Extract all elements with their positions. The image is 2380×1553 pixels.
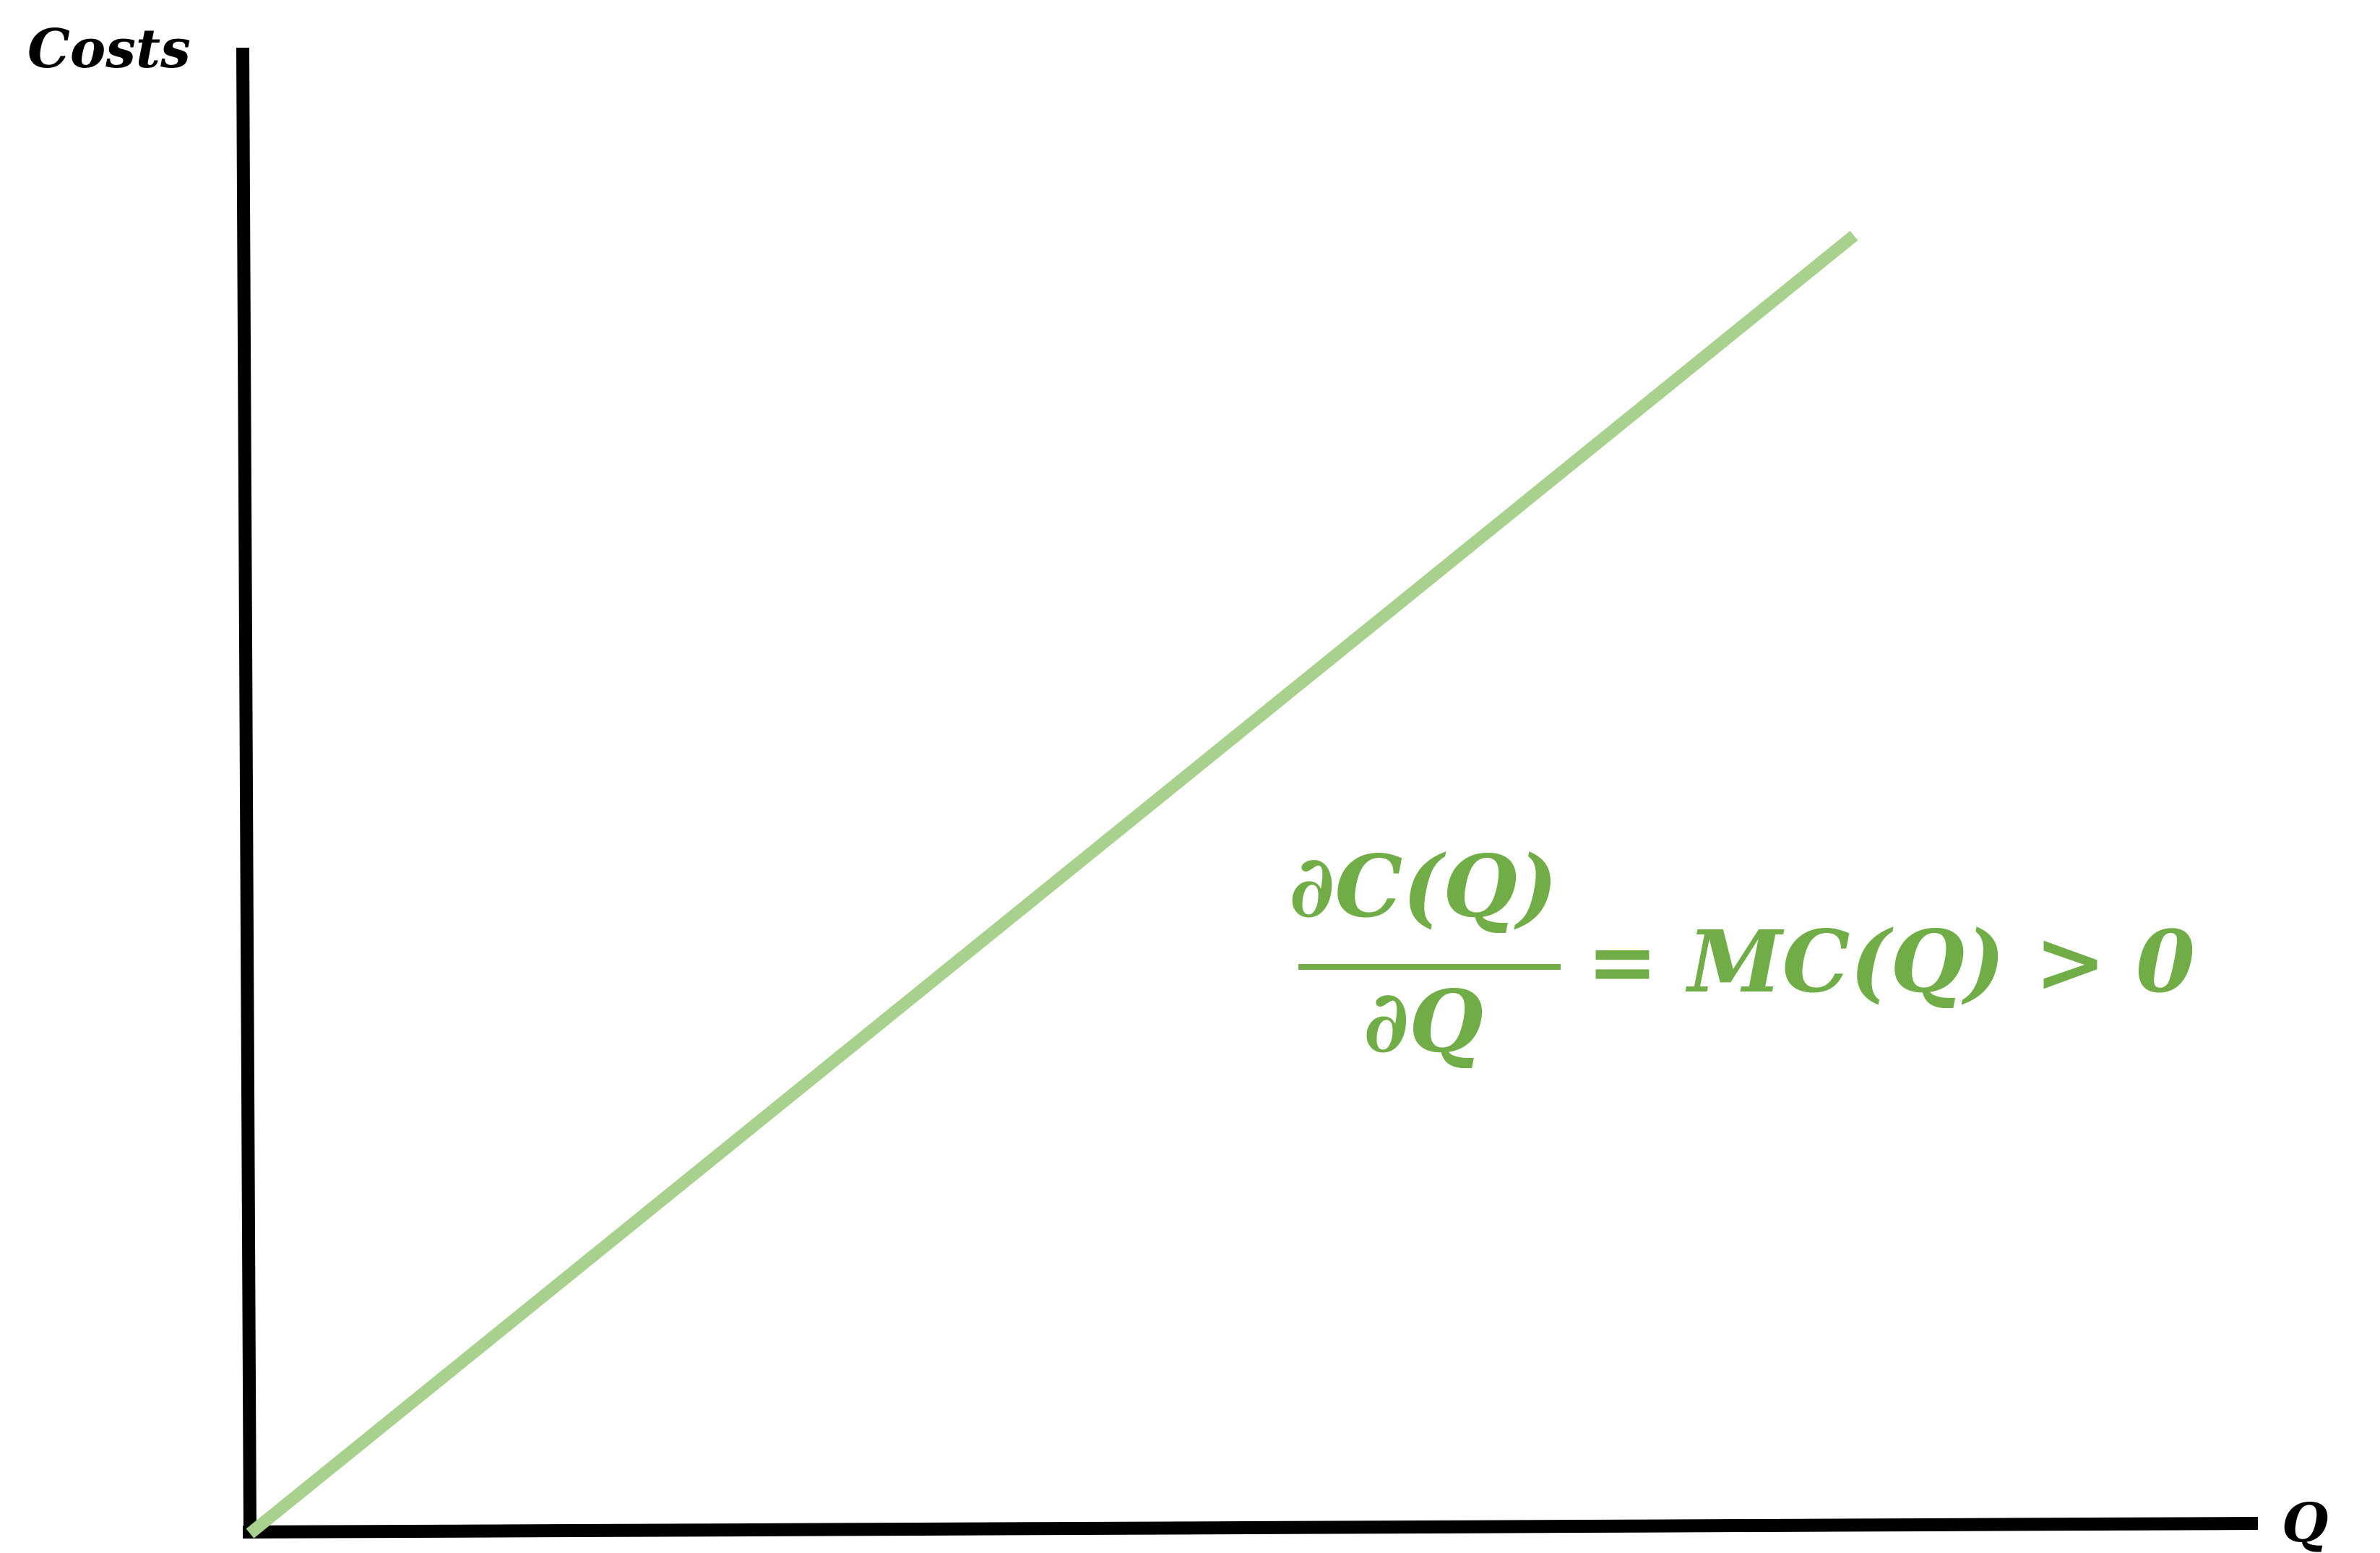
y-axis-label: Costs bbox=[27, 18, 191, 80]
y-axis bbox=[236, 47, 256, 1533]
x-axis bbox=[242, 1517, 2259, 1539]
cost-line bbox=[246, 231, 1858, 1539]
formula-denominator: ∂Q bbox=[1363, 971, 1483, 1072]
x-axis-label: Q bbox=[2282, 1492, 2328, 1553]
formula-numerator: ∂C(Q) bbox=[1289, 836, 1557, 937]
marginal-cost-formula: ∂C(Q) ∂Q = MC(Q) > 0 bbox=[1289, 836, 2195, 1072]
formula-rhs: = MC(Q) > 0 bbox=[1587, 911, 2195, 1012]
